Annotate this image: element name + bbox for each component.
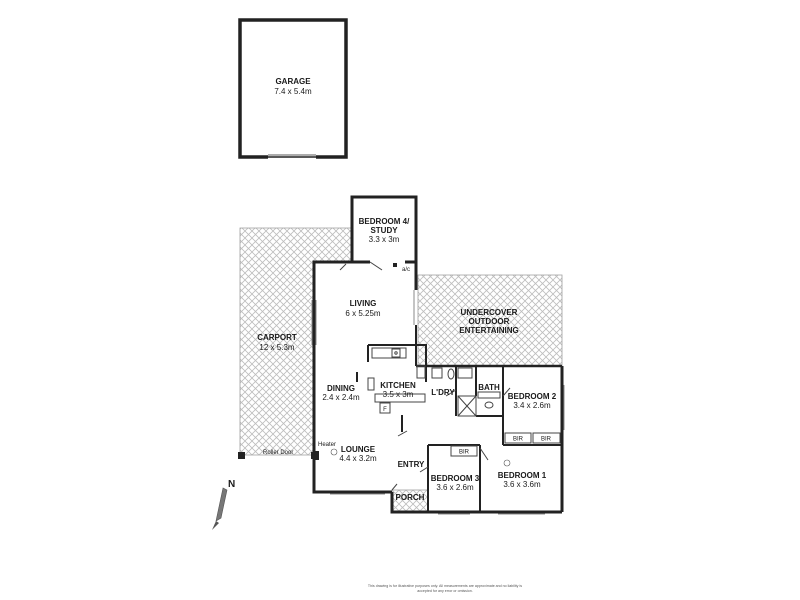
bath-label: BATH — [478, 383, 500, 392]
bedroom1-label: BEDROOM 1 — [498, 471, 547, 480]
disclaimer-line-2: accepted for any error or omission. — [417, 589, 473, 593]
laundry-label: L'DRY — [431, 388, 455, 397]
kitchen-label: KITCHEN — [380, 381, 416, 390]
garage-walls — [238, 18, 348, 159]
garage-dims: 7.4 x 5.4m — [274, 87, 312, 96]
bedroom3-label: BEDROOM 3 — [431, 474, 480, 483]
dining-dims: 2.4 x 2.4m — [322, 393, 360, 402]
bedroom1-dims: 3.6 x 3.6m — [503, 480, 541, 489]
kitchen-dims: 3.5 x 3m — [383, 390, 414, 399]
fridge-label: F — [383, 407, 387, 413]
svg-text:BIR: BIR — [459, 450, 470, 456]
bir-bedroom3: BIR — [450, 445, 478, 457]
kitchen-fixtures: F — [367, 347, 426, 414]
carport-post — [311, 452, 318, 459]
bedroom2-dims: 3.4 x 2.6m — [513, 401, 551, 410]
outdoor-label-2: OUTDOOR — [469, 317, 510, 326]
carport-label: CARPORT — [257, 333, 297, 342]
carport-dims: 12 x 5.3m — [259, 343, 294, 352]
living-dims: 6 x 5.25m — [345, 309, 380, 318]
doors — [339, 261, 511, 491]
bir-bedroom2: BIR — [532, 432, 561, 444]
disclaimer-line-1: This drawing is for illustrative purpose… — [368, 584, 522, 588]
bedroom3-dims: 3.6 x 2.6m — [436, 483, 474, 492]
dining-label: DINING — [327, 384, 355, 393]
north-label: N — [228, 479, 235, 490]
bedroom4-label: BEDROOM 4/ — [359, 217, 410, 226]
house-walls — [312, 195, 564, 514]
bedroom4-label-2: STUDY — [370, 226, 398, 235]
lounge-dims: 4.4 x 3.2m — [339, 454, 377, 463]
living-label: LIVING — [350, 299, 377, 308]
heater-label: Heater — [318, 442, 336, 448]
porch-label: PORCH — [396, 493, 425, 502]
outdoor-label-1: UNDERCOVER — [461, 308, 518, 317]
ac-label: a/c — [402, 267, 410, 273]
svg-text:BIR: BIR — [513, 437, 524, 443]
lounge-label: LOUNGE — [341, 445, 376, 454]
windows — [311, 290, 565, 515]
smoke-detector-icon — [330, 448, 511, 467]
fridge — [379, 402, 391, 414]
outdoor-label-3: ENTERTAINING — [459, 326, 518, 335]
bedroom2-label: BEDROOM 2 — [508, 392, 557, 401]
carport-post — [238, 452, 245, 459]
north-arrow-icon: N — [212, 479, 235, 530]
ac-unit — [393, 263, 397, 267]
garage: GARAGE 7.4 x 5.4m — [238, 18, 348, 159]
roller-door-label: Roller Door — [263, 450, 293, 456]
bedroom4-dims: 3.3 x 3m — [369, 235, 400, 244]
svg-text:BIR: BIR — [541, 437, 552, 443]
garage-label: GARAGE — [275, 77, 311, 86]
laundry-bath-fixtures — [431, 367, 501, 417]
entry-label: ENTRY — [398, 460, 425, 469]
bir-bedroom1: BIR — [504, 432, 532, 444]
